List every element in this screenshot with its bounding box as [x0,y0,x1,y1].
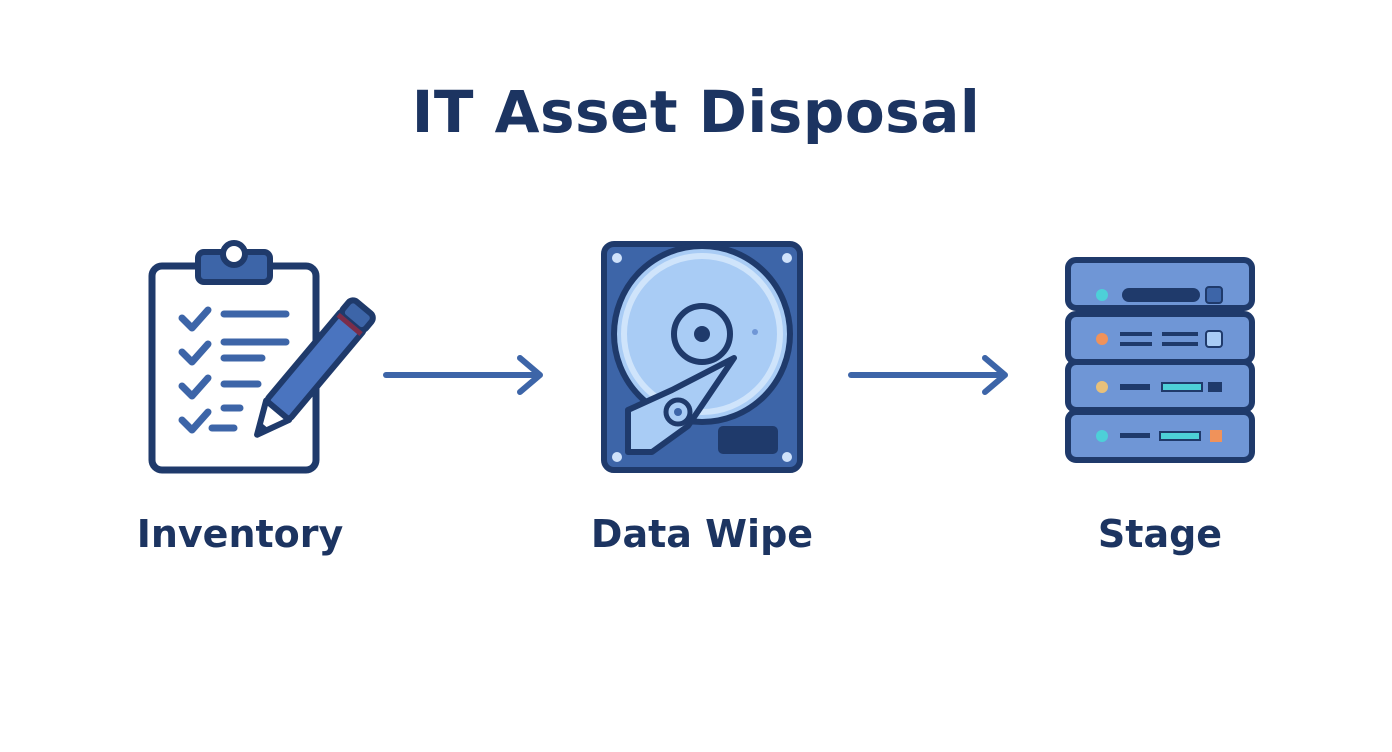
step-inventory: Inventory [90,232,390,556]
arrow-right-icon [383,355,543,395]
step-stage: Stage [1010,232,1310,556]
diagram-title: IT Asset Disposal [411,78,981,146]
clipboard-checklist-icon [148,240,376,474]
hard-drive-icon [601,241,803,473]
step-label-data-wipe: Data Wipe [590,512,814,556]
step-data-wipe: Data Wipe [552,232,852,556]
server-rack-icon [1065,257,1255,463]
step-label-stage: Stage [1097,512,1223,556]
arrow-right-icon [848,355,1008,395]
step-label-inventory: Inventory [136,512,344,556]
